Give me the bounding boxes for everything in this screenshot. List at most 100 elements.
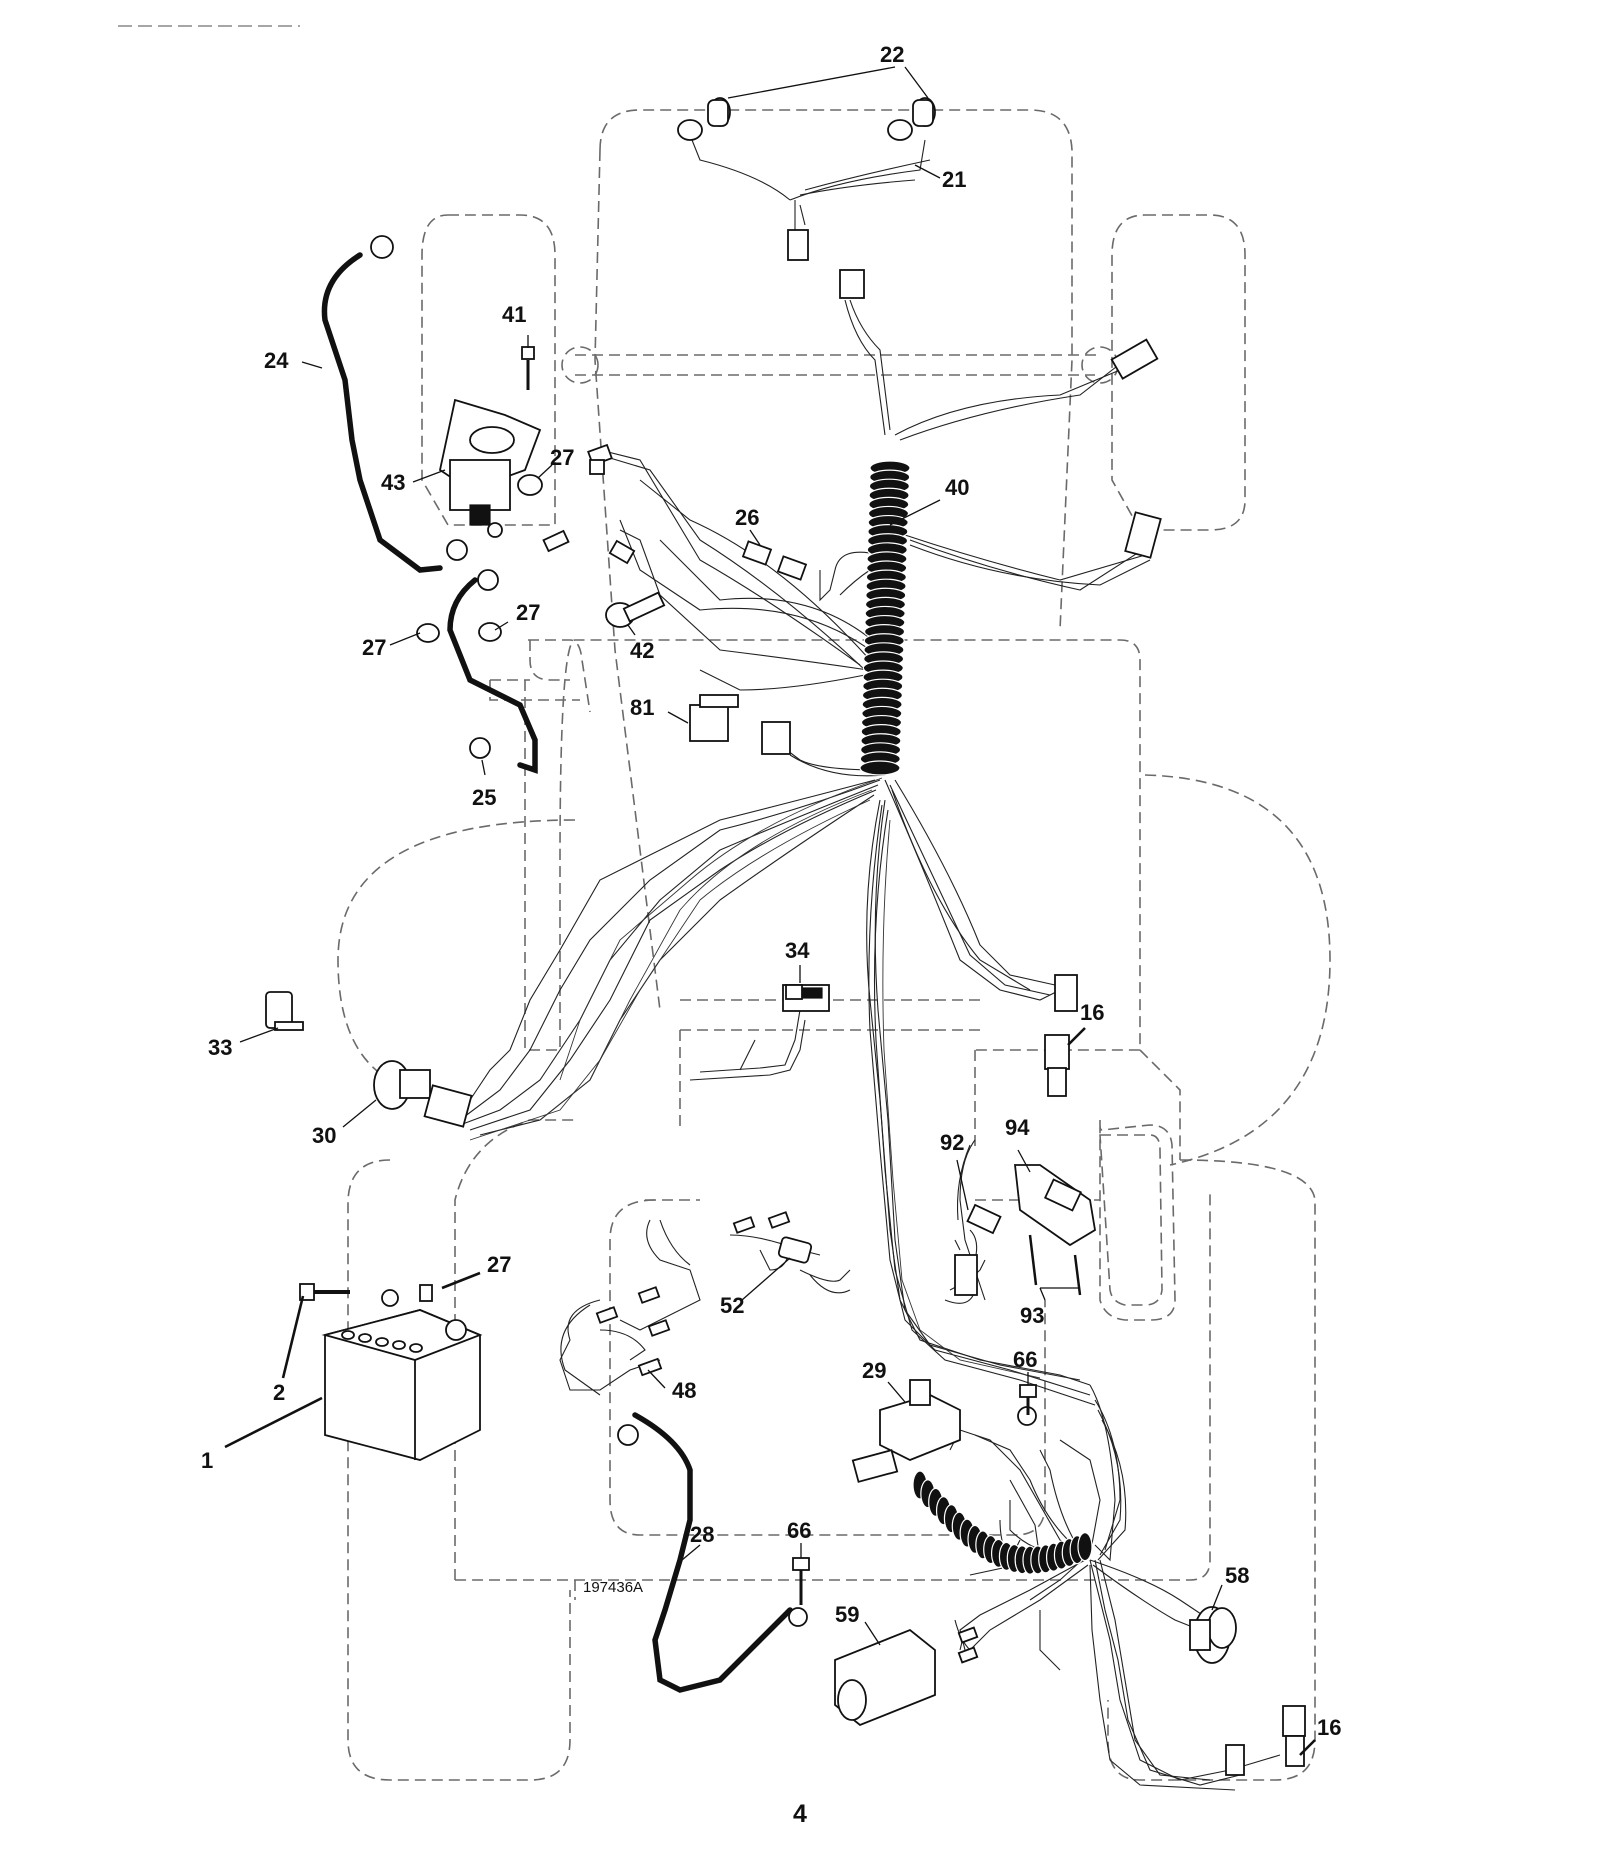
callout-16-b: 16	[1317, 1715, 1341, 1740]
terminal-59-b	[957, 1646, 979, 1664]
ring-terminal-28b	[788, 1607, 808, 1627]
relay-socket	[761, 721, 791, 755]
callout-34: 34	[785, 938, 810, 963]
callout-33: 33	[208, 1035, 232, 1060]
right-connector-upper	[1110, 338, 1159, 380]
right-connector-lower	[1124, 511, 1162, 559]
terminal-e	[732, 1216, 756, 1234]
wire-loom-coil	[859, 460, 911, 776]
callout-21: 21	[942, 167, 966, 192]
callout-58: 58	[1225, 1563, 1249, 1588]
callout-93: 93	[1020, 1303, 1044, 1328]
tractor-outline	[337, 109, 1331, 1781]
callout-29: 29	[862, 1358, 886, 1383]
terminal-59-a	[957, 1626, 979, 1644]
relay-81	[689, 694, 739, 742]
terminal-c	[589, 459, 605, 475]
headlight-bulb-left	[677, 97, 731, 141]
terminal-48-c	[647, 1319, 671, 1337]
ring-terminal-a	[446, 539, 468, 561]
ring-terminal-24	[370, 235, 394, 259]
connector-lower-right	[1225, 1744, 1245, 1776]
leader-lines	[224, 66, 1316, 1756]
bolt-41	[521, 346, 535, 390]
battery-nut-27	[419, 1284, 433, 1302]
callout-25: 25	[472, 785, 496, 810]
coil-loop	[1077, 1532, 1093, 1562]
drawing-number: 197436A	[583, 1579, 643, 1596]
terminal-48-a	[595, 1306, 619, 1324]
callout-81: 81	[630, 695, 654, 720]
callout-2: 2	[273, 1380, 285, 1405]
plunger-switch-16b	[1282, 1705, 1306, 1767]
screw-93-a	[1028, 1234, 1038, 1286]
terminal-48-d	[637, 1357, 663, 1377]
nut-27-a	[517, 474, 543, 496]
connector-right-mid	[1054, 974, 1078, 1012]
battery-1	[321, 1289, 483, 1461]
switch-connector	[785, 984, 803, 1000]
terminal-f	[767, 1211, 791, 1229]
switch-bracket-94	[1013, 1164, 1096, 1247]
terminal-d	[608, 539, 636, 565]
seat-switch-29	[851, 1379, 961, 1483]
callout-30: 30	[312, 1123, 336, 1148]
lower-wire-loom-coil	[912, 1470, 1093, 1575]
headlight-bulb-right	[887, 97, 936, 141]
callout-94: 94	[1005, 1115, 1030, 1140]
callout-22: 22	[880, 42, 904, 67]
connector-52	[777, 1236, 813, 1264]
connector-92b	[954, 1254, 978, 1296]
cable-24	[321, 252, 443, 573]
terminal-48-b	[637, 1286, 661, 1304]
ignition-module-59	[834, 1628, 936, 1727]
connector-92	[966, 1203, 1002, 1235]
fuse-26	[741, 540, 773, 566]
terminal-boot-42	[605, 591, 666, 628]
nut-27-b	[416, 623, 440, 643]
headlight-connector	[787, 229, 809, 261]
ring-terminal-28	[617, 1424, 639, 1446]
callout-27-b: 27	[362, 635, 386, 660]
harness-connector-top	[839, 269, 865, 299]
cable-25	[447, 577, 538, 774]
plunger-switch-16a	[1044, 1034, 1070, 1097]
callout-66-a: 66	[1013, 1347, 1037, 1372]
callouts: 22 21 24 41 43 27 27 27 25 26 40 42 81 3…	[201, 42, 1341, 1740]
cable-28	[632, 1412, 793, 1693]
callout-24: 24	[264, 348, 289, 373]
sensor-58	[1189, 1606, 1237, 1664]
callout-92: 92	[940, 1130, 964, 1155]
callout-42: 42	[630, 638, 654, 663]
callout-27-d: 27	[487, 1252, 511, 1277]
ignition-key-33	[265, 991, 304, 1031]
callout-16-a: 16	[1080, 1000, 1104, 1025]
callout-59: 59	[835, 1602, 859, 1627]
parts	[265, 97, 1306, 1776]
screw-93-b	[1073, 1254, 1082, 1296]
nut-27-c	[478, 622, 502, 642]
battery-cables	[321, 252, 793, 1693]
starter-solenoid	[438, 398, 542, 538]
fuse-holder-26	[776, 555, 808, 581]
callout-41: 41	[502, 302, 526, 327]
bolt-66-b	[792, 1557, 810, 1605]
callout-52: 52	[720, 1293, 744, 1318]
callout-28: 28	[690, 1522, 714, 1547]
wiring-harness	[449, 134, 1281, 1791]
callout-66-b: 66	[787, 1518, 811, 1543]
terminal-b	[542, 529, 570, 553]
ring-terminal-25	[469, 737, 491, 759]
battery-bolt-2	[299, 1283, 350, 1301]
callout-40: 40	[945, 475, 969, 500]
callout-26: 26	[735, 505, 759, 530]
callout-27-c: 27	[516, 600, 540, 625]
callout-1: 1	[201, 1448, 213, 1473]
page-number: 4	[793, 1800, 807, 1828]
ignition-switch-30	[373, 1060, 473, 1128]
ring-terminal-b	[477, 569, 499, 591]
coil-loop	[859, 760, 901, 776]
callout-27-a: 27	[550, 445, 574, 470]
callout-43: 43	[381, 470, 405, 495]
